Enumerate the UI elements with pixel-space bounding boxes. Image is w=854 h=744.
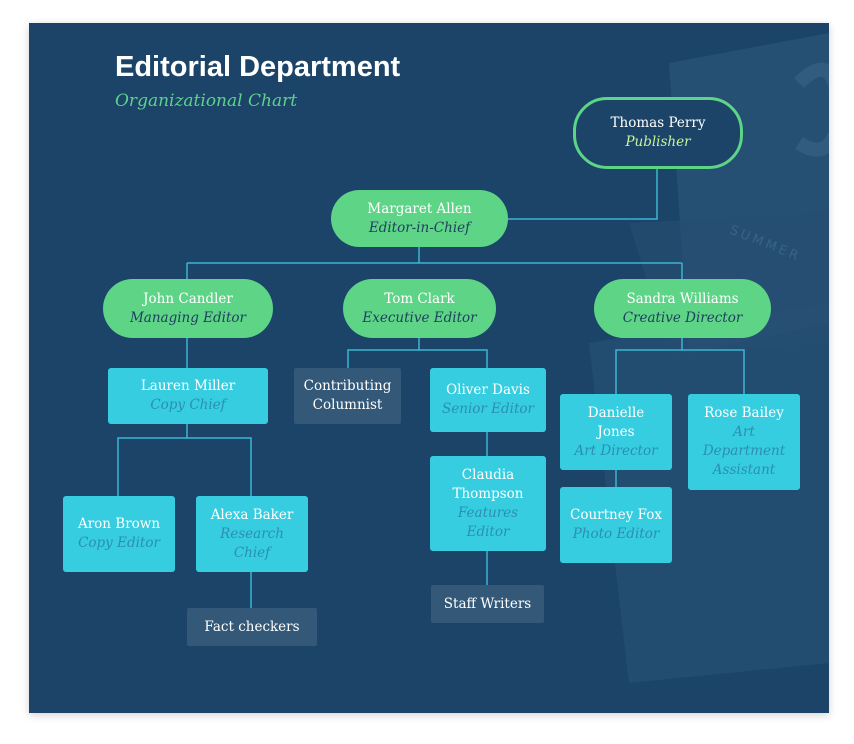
node-name: Margaret Allen <box>367 200 472 217</box>
node-role: Senior Editor <box>442 401 534 417</box>
node-name: Courtney Fox <box>569 507 662 523</box>
node-role: Art Director <box>574 442 658 459</box>
node-role: Copy Chief <box>150 397 226 413</box>
node-fact-checkers: Fact checkers <box>187 608 317 646</box>
node-name: Staff Writers <box>443 595 532 612</box>
node-name: John Candler <box>143 290 233 307</box>
node-executive-editor: Tom Clark Executive Editor <box>343 279 496 338</box>
node-name: Alexa Baker <box>210 506 294 523</box>
node-role: Publisher <box>625 134 691 150</box>
node-art-department-assistant: Rose Bailey Art Department Assistant <box>688 394 800 490</box>
node-role: Managing Editor <box>129 309 247 326</box>
node-role: Creative Director <box>622 309 743 326</box>
node-creative-director: Sandra Williams Creative Director <box>594 279 771 338</box>
org-chart-card: SUMMER Editorial Department Organization… <box>29 23 829 713</box>
connector-rose <box>682 349 745 394</box>
connector-creative-down <box>615 338 683 394</box>
node-senior-editor: Oliver Davis Senior Editor <box>430 368 546 432</box>
node-copy-editor: Aron Brown Copy Editor <box>63 496 175 572</box>
node-name: Fact checkers <box>204 618 300 635</box>
node-role: Research Chief <box>220 525 284 561</box>
node-name: Tom Clark <box>384 290 455 307</box>
node-name: Sandra Williams <box>626 290 739 307</box>
node-name: Thomas Perry <box>610 115 706 131</box>
connector-research <box>187 437 252 496</box>
page-title: Editorial Department <box>115 51 401 83</box>
node-role: Copy Editor <box>78 535 160 551</box>
node-research-chief: Alexa Baker Research Chief <box>196 496 308 572</box>
node-editor-in-chief: Margaret Allen Editor-in-Chief <box>331 190 508 247</box>
node-name: Danielle Jones <box>587 404 645 440</box>
node-managing-editor: John Candler Managing Editor <box>103 279 273 338</box>
node-name: Oliver Davis <box>446 382 530 398</box>
node-staff-writers: Staff Writers <box>431 585 544 623</box>
node-role: Photo Editor <box>572 526 660 542</box>
node-name: Rose Bailey <box>704 405 784 421</box>
node-art-director: Danielle Jones Art Director <box>560 394 672 470</box>
connector-lines <box>117 169 745 608</box>
node-name: Aron Brown <box>77 516 161 532</box>
connector-copy-chief-down <box>117 424 188 496</box>
connector-exec <box>347 338 420 368</box>
connector-senior <box>419 349 488 368</box>
node-role: Art Department Assistant <box>702 424 786 478</box>
node-name: Lauren Miller <box>140 378 236 394</box>
connector-publisher <box>507 169 658 220</box>
node-name: Contributing Columnist <box>303 378 392 413</box>
node-role: Features Editor <box>457 504 519 540</box>
node-features-editor: Claudia Thompson Features Editor <box>430 456 546 551</box>
node-role: Executive Editor <box>362 309 477 326</box>
node-name: Claudia Thompson <box>452 466 524 502</box>
page-subtitle: Organizational Chart <box>115 91 298 111</box>
node-contributing-columnist: Contributing Columnist <box>294 368 401 424</box>
node-publisher: Thomas Perry Publisher <box>573 97 743 169</box>
node-copy-chief: Lauren Miller Copy Chief <box>108 368 268 424</box>
node-role: Editor-in-Chief <box>368 219 471 236</box>
node-photo-editor: Courtney Fox Photo Editor <box>560 487 672 563</box>
